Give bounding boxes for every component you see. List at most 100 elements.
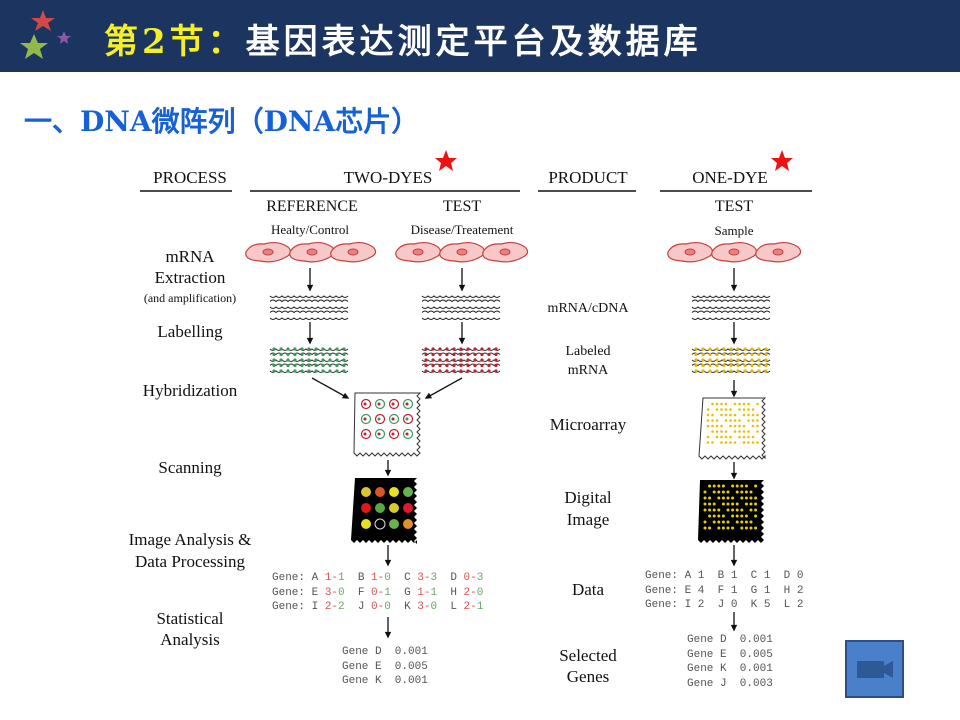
label-dot bbox=[466, 363, 470, 368]
label-dot bbox=[452, 363, 456, 368]
label-dot bbox=[300, 363, 304, 368]
label-dot bbox=[293, 363, 297, 368]
label-dot bbox=[757, 369, 761, 373]
label-dot bbox=[757, 363, 761, 368]
label-dot bbox=[314, 363, 318, 368]
label-dot bbox=[473, 369, 477, 373]
arrow-icon bbox=[311, 377, 350, 399]
label-dot bbox=[694, 347, 698, 351]
label-dot bbox=[494, 369, 498, 373]
arrow-icon bbox=[384, 460, 392, 477]
scan-spot bbox=[361, 519, 371, 529]
gene-value: L 2-1 bbox=[450, 601, 484, 613]
label-dot bbox=[300, 347, 304, 351]
label-dot bbox=[452, 352, 456, 357]
product-data: Data bbox=[571, 580, 605, 599]
label-dot bbox=[757, 347, 761, 351]
label-dot bbox=[272, 358, 276, 362]
label-dot bbox=[736, 369, 740, 373]
label-dot bbox=[494, 352, 498, 357]
label-dot bbox=[694, 358, 698, 362]
label-dot bbox=[293, 352, 297, 357]
product-mrna-cdna: mRNA/cDNA bbox=[547, 301, 629, 316]
data-row: Gene K 0.001 bbox=[687, 663, 773, 675]
label-dot bbox=[335, 363, 339, 368]
label-dot bbox=[694, 369, 698, 373]
gene-value: J 0-0 bbox=[357, 601, 391, 613]
label-dot bbox=[750, 358, 754, 362]
label-dot bbox=[328, 347, 332, 351]
label-dot bbox=[764, 352, 768, 357]
video-camera-icon bbox=[857, 661, 893, 678]
cell-icon bbox=[439, 241, 486, 263]
one-dye-microarray bbox=[698, 397, 767, 460]
data-row: Gene: E 4 F 1 G 1 H 2 bbox=[645, 584, 804, 597]
product-genes: Genes bbox=[566, 667, 610, 686]
label-dot bbox=[321, 363, 325, 368]
product-digital: Digital bbox=[564, 488, 612, 507]
label-dot bbox=[459, 358, 463, 362]
label-dot bbox=[286, 358, 290, 362]
arrow-icon bbox=[306, 322, 314, 345]
one-dye-digital-image bbox=[698, 480, 764, 543]
label-dot bbox=[466, 369, 470, 373]
label-dot bbox=[494, 347, 498, 351]
label-dot bbox=[757, 352, 761, 357]
mrna-strand bbox=[269, 317, 349, 320]
label-dot bbox=[342, 347, 346, 351]
label-dot bbox=[480, 352, 484, 357]
gene-value: I 2-2 bbox=[311, 601, 345, 613]
label-dot bbox=[743, 363, 747, 368]
label-dot bbox=[708, 363, 712, 368]
scan-spot bbox=[375, 487, 385, 497]
label-dot bbox=[452, 347, 456, 351]
label-dot bbox=[438, 352, 442, 357]
label-dot bbox=[452, 369, 456, 373]
label-dot bbox=[701, 352, 705, 357]
cell-icon bbox=[667, 241, 714, 263]
label-dot bbox=[445, 363, 449, 368]
label-dot bbox=[300, 352, 304, 357]
label-dot bbox=[473, 347, 477, 351]
mrna-strand bbox=[269, 299, 349, 303]
label-dot bbox=[335, 347, 339, 351]
step-mrna: mRNA bbox=[165, 247, 215, 266]
video-button[interactable] bbox=[845, 640, 904, 698]
label-dot bbox=[300, 369, 304, 373]
arrow-icon bbox=[424, 377, 463, 399]
title-text: 基因表达测定平台及数据库 bbox=[245, 22, 702, 62]
data-row: Gene E 0.005 bbox=[687, 648, 773, 661]
label-dot bbox=[286, 363, 290, 368]
label-dot bbox=[424, 369, 428, 373]
label-dot bbox=[729, 352, 733, 357]
label-dot bbox=[272, 347, 276, 351]
label-dot bbox=[445, 347, 449, 351]
data-row: Gene K 0.001 bbox=[342, 675, 428, 687]
label-dot bbox=[764, 358, 768, 362]
one-dye-test-label: TEST bbox=[714, 198, 754, 215]
scan-spot bbox=[361, 487, 371, 497]
label-dot bbox=[708, 347, 712, 351]
label-dot bbox=[494, 358, 498, 362]
mrna-strand bbox=[691, 317, 771, 320]
label-dot bbox=[335, 352, 339, 357]
label-dot bbox=[438, 369, 442, 373]
gene-value: A 1-1 bbox=[311, 572, 345, 584]
label-dot bbox=[286, 352, 290, 357]
label-dot bbox=[431, 347, 435, 351]
label-dot bbox=[750, 363, 754, 368]
label-dot bbox=[314, 369, 318, 373]
label-dot bbox=[459, 352, 463, 357]
label-dot bbox=[279, 358, 283, 362]
step-analysis: Analysis bbox=[160, 630, 220, 649]
column-two-dyes: TWO-DYES bbox=[343, 168, 433, 187]
label-dot bbox=[694, 352, 698, 357]
label-dot bbox=[272, 363, 276, 368]
two-dye-microarray bbox=[353, 392, 422, 457]
label-dot bbox=[321, 369, 325, 373]
arrow-icon bbox=[458, 322, 466, 345]
label-dot bbox=[314, 352, 318, 357]
